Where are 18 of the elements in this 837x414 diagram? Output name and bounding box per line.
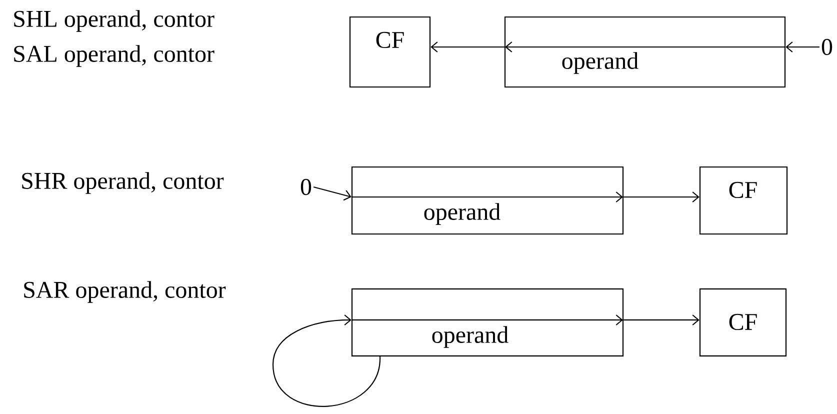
instruction-label: SAR operand, contor bbox=[24, 281, 226, 303]
instruction-label: SHL operand, contor bbox=[14, 10, 214, 32]
flag-box: CF bbox=[699, 288, 787, 357]
input-value: 0 bbox=[822, 38, 832, 56]
instruction-label: SHR operand, contor bbox=[22, 172, 224, 194]
input-value: 0 bbox=[300, 178, 312, 196]
register-box: operand bbox=[504, 16, 786, 88]
arrow bbox=[624, 314, 700, 326]
arrow bbox=[430, 42, 504, 52]
flag-box: CF bbox=[699, 166, 788, 235]
instruction-label: SAL operand, contor bbox=[14, 45, 214, 67]
arrow bbox=[786, 42, 820, 52]
register-box: operand bbox=[351, 166, 624, 235]
register-box: operand bbox=[351, 288, 624, 357]
flag-box: CF bbox=[349, 16, 431, 88]
arrow bbox=[313, 186, 352, 201]
arrow bbox=[624, 192, 700, 202]
loop-arrow bbox=[272, 314, 381, 407]
